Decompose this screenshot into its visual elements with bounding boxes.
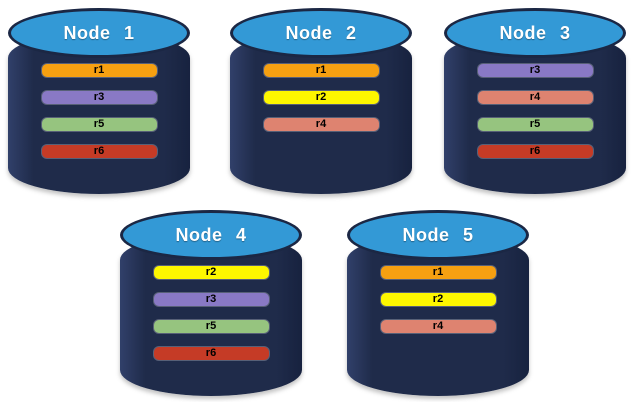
db-node: Node 5 r1 r2 r4	[347, 210, 529, 396]
replica-label: r3	[205, 293, 217, 305]
replica-bar: r1	[263, 64, 379, 77]
replica-label: r6	[93, 145, 105, 157]
replica-bar: r6	[41, 145, 157, 158]
replica-label: r5	[205, 320, 217, 332]
node-title: Node 2	[285, 22, 357, 43]
cylinder-top: Node 3	[444, 8, 626, 58]
replica-label: r5	[93, 118, 105, 130]
replica-label: r1	[93, 64, 105, 76]
replica-bar: r6	[153, 347, 269, 360]
replica-bar: r5	[41, 118, 157, 131]
replica-bar: r2	[380, 293, 496, 306]
replica-bar: r4	[263, 118, 379, 131]
node-title: Node 5	[402, 224, 474, 245]
cylinder-body	[120, 234, 302, 396]
replica-bar: r5	[153, 320, 269, 333]
replica-bar: r4	[477, 91, 593, 104]
node-title: Node 4	[175, 224, 247, 245]
replica-label: r3	[529, 64, 541, 76]
replica-bar: r3	[153, 293, 269, 306]
replica-bar: r6	[477, 145, 593, 158]
cylinder-top: Node 4	[120, 210, 302, 260]
replica-label: r5	[529, 118, 541, 130]
replica-bar: r2	[263, 91, 379, 104]
node-title: Node 3	[499, 22, 571, 43]
replica-bars: r1 r2 r4	[230, 64, 412, 131]
replica-bar: r1	[41, 64, 157, 77]
replica-bar: r3	[477, 64, 593, 77]
replica-bars: r1 r3 r5 r6	[8, 64, 190, 158]
replica-bars: r1 r2 r4	[347, 266, 529, 333]
replica-bars: r2 r3 r5 r6	[120, 266, 302, 360]
db-node: Node 4 r2 r3 r5 r6	[120, 210, 302, 396]
cylinder-top: Node 5	[347, 210, 529, 260]
replica-label: r4	[432, 320, 444, 332]
cylinder-body	[230, 32, 412, 194]
replica-bar: r2	[153, 266, 269, 279]
cylinder-body	[444, 32, 626, 194]
replica-label: r6	[205, 347, 217, 359]
db-node: Node 2 r1 r2 r4	[230, 8, 412, 194]
cylinder-body	[347, 234, 529, 396]
cylinder-top: Node 1	[8, 8, 190, 58]
replica-bar: r5	[477, 118, 593, 131]
replica-bar: r1	[380, 266, 496, 279]
replica-label: r1	[432, 266, 444, 278]
replica-label: r2	[432, 293, 444, 305]
cylinder-top: Node 2	[230, 8, 412, 58]
replica-bar: r3	[41, 91, 157, 104]
replica-label: r1	[315, 64, 327, 76]
replica-bar: r4	[380, 320, 496, 333]
replica-label: r6	[529, 145, 541, 157]
replica-label: r2	[315, 91, 327, 103]
replica-label: r4	[529, 91, 541, 103]
node-title: Node 1	[63, 22, 135, 43]
db-node: Node 3 r3 r4 r5 r6	[444, 8, 626, 194]
replica-label: r3	[93, 91, 105, 103]
replica-bars: r3 r4 r5 r6	[444, 64, 626, 158]
db-node: Node 1 r1 r3 r5 r6	[8, 8, 190, 194]
replica-label: r4	[315, 118, 327, 130]
replica-label: r2	[205, 266, 217, 278]
cylinder-body	[8, 32, 190, 194]
